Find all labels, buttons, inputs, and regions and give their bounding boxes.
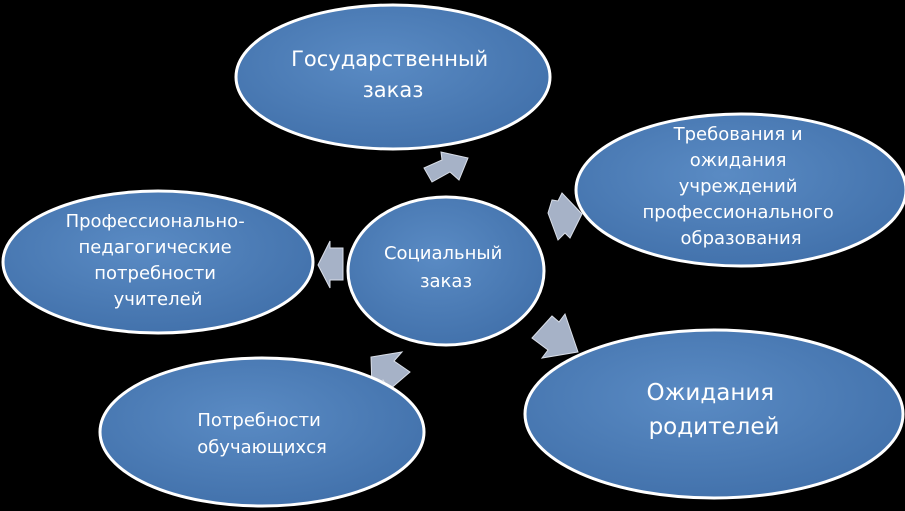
node-teachers-needs-label: Профессионально- педагогические потребно… [66,211,251,310]
node-teachers-needs-shape [1,189,315,335]
node-parents-expectations: Ожидания родителей [523,328,905,500]
node-teachers-needs: Профессионально- педагогические потребно… [1,189,315,335]
node-state-order: Государственный заказ [234,3,552,151]
arrow-to-parents-expectations [531,312,579,359]
node-institution-requirements: Требования и ожидания учреждений професс… [574,112,905,268]
node-institution-requirements-label: Требования и ожидания учреждений професс… [642,124,839,249]
arrow-to-state-order [423,151,469,183]
arrow-to-teachers-needs [317,240,344,289]
node-students-needs: Потребности обучающихся [98,356,426,508]
node-center-shape [346,195,546,347]
arrows [317,151,583,391]
node-center: Социальный заказ [346,195,546,347]
arrow-to-institution-requirements [547,192,583,241]
node-state-order-shape [234,3,552,151]
node-center-label: Социальный заказ [384,243,508,292]
node-students-needs-shape [98,356,426,508]
node-state-order-label: Государственный заказ [291,47,495,102]
node-institution-requirements-shape [574,112,905,268]
node-students-needs-label: Потребности обучающихся [197,410,327,458]
node-parents-expectations-shape [523,328,905,500]
node-parents-expectations-label: Ожидания родителей [647,380,782,440]
